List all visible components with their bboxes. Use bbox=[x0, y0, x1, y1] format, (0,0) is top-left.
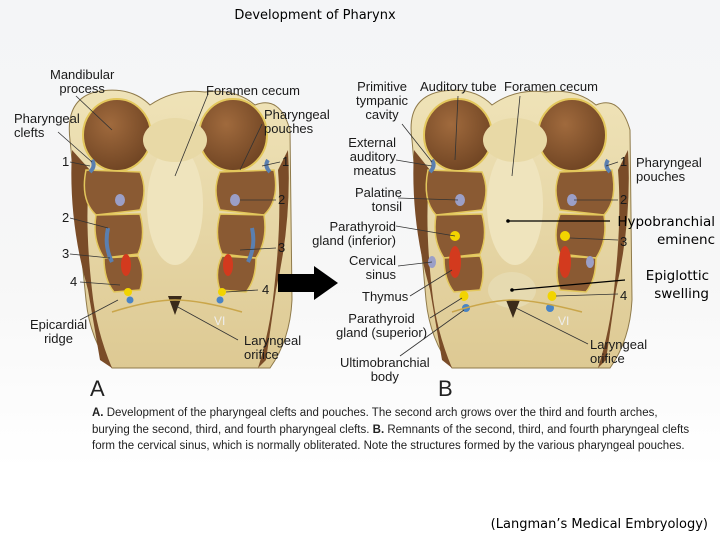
roman-vi-a: VI bbox=[214, 314, 226, 328]
pouch-number-4-b: 4 bbox=[620, 288, 628, 303]
pouch-number-1-a: 1 bbox=[282, 154, 290, 169]
pouch-number-3-a: 3 bbox=[278, 240, 286, 255]
label-foramen-cecum-b: Foramen cecum bbox=[504, 79, 598, 94]
panel-letter-b: B bbox=[438, 376, 453, 401]
panel-letter-a: A bbox=[90, 376, 105, 401]
pharynx-diagram bbox=[57, 89, 633, 369]
cleft-number-3-a: 3 bbox=[62, 246, 70, 261]
panel-a-specimen bbox=[57, 89, 293, 369]
cleft-number-1-a: 1 bbox=[62, 154, 70, 169]
figure-caption: A. Development of the pharyngeal clefts … bbox=[92, 405, 692, 455]
caption-label-b: B. bbox=[372, 423, 385, 436]
caption-label-a: A. bbox=[92, 407, 104, 419]
label-thymus: Thymus bbox=[362, 289, 409, 304]
caption-text-b: Remnants of the second, third, and fourt… bbox=[92, 423, 690, 453]
label-auditory-tube: Auditory tube bbox=[420, 79, 497, 94]
pouch-number-2-b: 2 bbox=[620, 192, 628, 207]
panel-b-specimen bbox=[395, 89, 633, 369]
pouch-number-4-a: 4 bbox=[262, 282, 270, 297]
right-arrow-icon bbox=[278, 266, 338, 300]
cleft-number-2-a: 2 bbox=[62, 210, 70, 225]
cleft-number-4-a: 4 bbox=[70, 274, 78, 289]
pouch-number-1-b: 1 bbox=[620, 154, 628, 169]
source-credit: (Langman’s Medical Embryology) bbox=[490, 517, 708, 532]
pouch-number-2-a: 2 bbox=[278, 192, 286, 207]
caption-text-a: Development of the pharyngeal clefts and… bbox=[92, 407, 658, 436]
label-foramen-cecum-a: Foramen cecum bbox=[206, 83, 300, 98]
pouch-number-3-b: 3 bbox=[620, 234, 628, 249]
roman-vi-b: VI bbox=[558, 314, 570, 328]
page-title: Development of Pharynx bbox=[234, 8, 396, 23]
